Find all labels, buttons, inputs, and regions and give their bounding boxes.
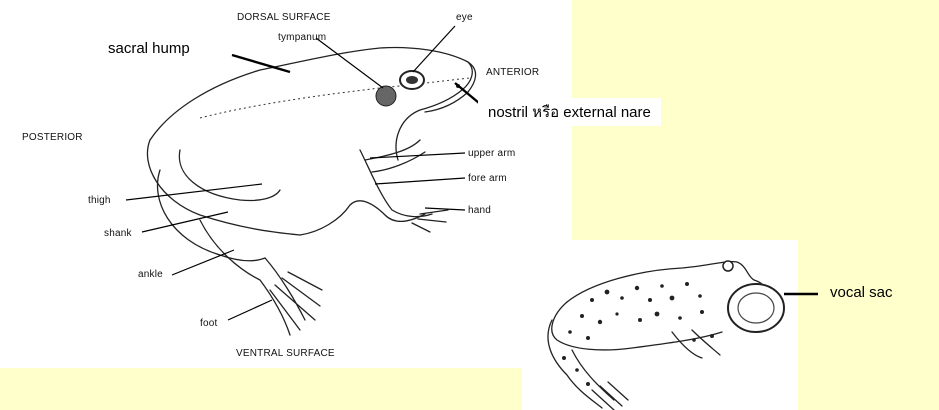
ankle-label: ankle xyxy=(138,269,163,280)
thigh-label: thigh xyxy=(88,195,111,206)
vocal-sac-panel xyxy=(522,240,798,410)
tympanum-leader xyxy=(316,38,383,88)
shank-label: shank xyxy=(104,228,132,239)
nostril-callout: nostril หรือ external nare xyxy=(478,98,661,126)
thigh-leader xyxy=(126,184,262,200)
frog-anatomy-panel: DORSAL SURFACE eye tympanum ANTERIOR POS… xyxy=(0,0,572,368)
posterior-label: POSTERIOR xyxy=(22,132,83,143)
ventral-surface-label: VENTRAL SURFACE xyxy=(236,348,335,359)
hand-label: hand xyxy=(468,205,491,216)
vocal-sac-frog-drawing xyxy=(522,240,798,410)
vocal-sac-callout: vocal sac xyxy=(830,284,893,301)
eye-label: eye xyxy=(456,12,473,23)
fore-arm-label: fore arm xyxy=(468,173,507,184)
sacral-hump-callout: sacral hump xyxy=(98,38,200,59)
anterior-label: ANTERIOR xyxy=(486,67,539,78)
foot-leader xyxy=(228,300,272,320)
fore-arm-leader xyxy=(375,178,465,184)
foot-label: foot xyxy=(200,318,217,329)
hand-leader xyxy=(425,208,465,210)
dorsal-surface-label: DORSAL SURFACE xyxy=(237,12,331,23)
upper-arm-label: upper arm xyxy=(468,148,515,159)
tympanum-label: tympanum xyxy=(278,32,326,43)
shank-leader xyxy=(142,212,228,232)
ankle-leader xyxy=(172,250,234,275)
frog-drawing xyxy=(0,0,572,368)
